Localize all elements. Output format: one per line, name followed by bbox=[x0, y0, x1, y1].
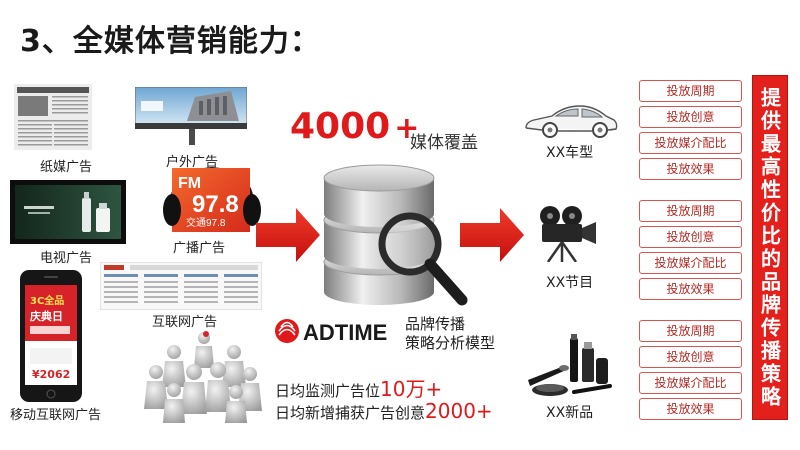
target-label-product: XX新品 bbox=[546, 405, 594, 421]
strategy-banner: 提供最高性价比的品牌传播策略 bbox=[752, 75, 788, 420]
arrow-right-icon bbox=[256, 208, 320, 262]
stat-new-creatives-value: 2000+ bbox=[425, 399, 493, 423]
mobile-screen-price: ¥2062 bbox=[32, 368, 70, 381]
internet-page-image bbox=[100, 262, 262, 310]
radio-fm-text: FM bbox=[178, 175, 201, 192]
stat-ad-slots-value: 10万+ bbox=[380, 377, 443, 401]
mobile-screen-line2: 庆典日 bbox=[29, 309, 63, 323]
brand-line1: 品牌传播 bbox=[405, 315, 466, 333]
radio-image: FM 97.8 交通97.8 bbox=[163, 166, 261, 232]
item-box: 投放周期 bbox=[639, 80, 742, 102]
stat-new-creatives: 日均新增捕获广告创意2000+ bbox=[275, 399, 493, 423]
item-box: 投放周期 bbox=[639, 320, 742, 342]
slide-title: 3、全媒体营销能力： bbox=[20, 24, 321, 59]
coverage-label: 媒体覆盖 bbox=[410, 133, 478, 153]
stat-ad-slots-label: 日均监测广告位 bbox=[275, 382, 381, 400]
mobile-screen-line1: 3C全品 bbox=[30, 294, 64, 307]
billboard-image bbox=[135, 87, 247, 145]
coverage-number: 4000+ bbox=[290, 106, 419, 147]
mobile-label: 移动互联网广告 bbox=[10, 408, 102, 423]
item-box: 投放媒介配比 bbox=[639, 252, 742, 274]
item-box: 投放效果 bbox=[639, 398, 742, 420]
item-box: 投放效果 bbox=[639, 158, 742, 180]
stat-new-creatives-label: 日均新增捕获广告创意 bbox=[275, 404, 426, 422]
people-crowd-icon bbox=[144, 331, 262, 423]
adtime-logo: ADTIME bbox=[275, 319, 387, 345]
strategy-banner-text: 提供最高性价比的品牌传播策略 bbox=[757, 86, 782, 409]
item-box: 投放周期 bbox=[639, 200, 742, 222]
internet-label: 互联网广告 bbox=[152, 315, 218, 330]
cosmetics-icon bbox=[528, 334, 612, 396]
item-box: 投放创意 bbox=[639, 226, 742, 248]
mobile-phone-image: 3C全品 庆典日 ¥2062 bbox=[20, 270, 82, 402]
database-magnifier-icon bbox=[323, 164, 468, 306]
arrow-right-icon bbox=[460, 208, 524, 262]
item-box: 投放效果 bbox=[639, 278, 742, 300]
stat-ad-slots: 日均监测广告位10万+ bbox=[275, 373, 442, 402]
newspaper-label: 纸媒广告 bbox=[40, 160, 93, 175]
brand-line2: 策略分析模型 bbox=[405, 334, 496, 352]
radio-label: 广播广告 bbox=[173, 241, 226, 256]
item-box: 投放创意 bbox=[639, 346, 742, 368]
coverage-plus: + bbox=[394, 111, 420, 146]
item-box: 投放媒介配比 bbox=[639, 132, 742, 154]
outdoor-label: 户外广告 bbox=[166, 155, 219, 170]
car-icon bbox=[525, 105, 618, 138]
tv-image bbox=[10, 180, 126, 244]
target-label-car: XX车型 bbox=[546, 145, 594, 161]
newspaper-image bbox=[14, 84, 92, 150]
tv-label: 电视广告 bbox=[40, 251, 93, 266]
coverage-value: 4000 bbox=[290, 106, 391, 147]
film-camera-icon bbox=[540, 206, 596, 262]
item-box: 投放媒介配比 bbox=[639, 372, 742, 394]
radio-frequency-text: 97.8 bbox=[192, 191, 239, 218]
adtime-logo-text: ADTIME bbox=[303, 320, 387, 345]
target-label-program: XX节目 bbox=[546, 275, 594, 291]
radio-sub-text: 交通97.8 bbox=[186, 216, 226, 229]
item-box: 投放创意 bbox=[639, 106, 742, 128]
